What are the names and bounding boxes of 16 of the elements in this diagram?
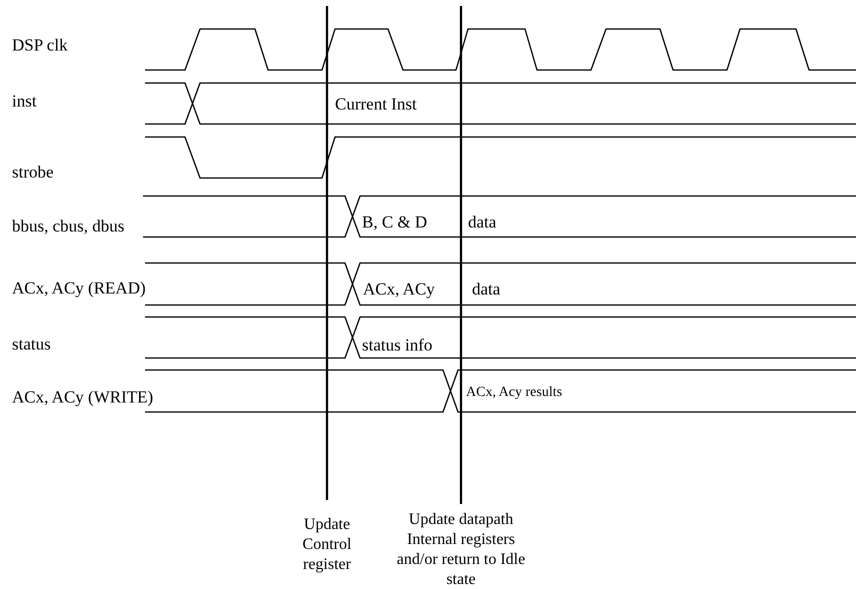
- signal-name: strobe: [12, 164, 54, 180]
- signal-name: ACx, ACy (READ): [12, 280, 146, 296]
- signal-value: status info: [362, 336, 432, 354]
- marker-caption: Update Control register: [302, 515, 352, 575]
- signal-value: ACx, Acy results: [466, 386, 562, 400]
- signal-name: inst: [12, 92, 37, 110]
- signal-name: DSP clk: [12, 36, 68, 54]
- signal-value: ACx, ACy: [363, 280, 435, 298]
- signal-value: B, C & D: [362, 214, 428, 230]
- signal-value: data: [472, 280, 500, 298]
- signal-name: ACx, ACy (WRITE): [12, 388, 154, 406]
- signal-value: Current Inst: [335, 96, 417, 112]
- signal-name: bbus, cbus, dbus: [12, 218, 124, 234]
- marker-caption: Update datapath Internal registers and/or return to Idle state: [396, 510, 526, 589]
- signal-value: data: [468, 214, 496, 230]
- signal-name: status: [12, 336, 51, 352]
